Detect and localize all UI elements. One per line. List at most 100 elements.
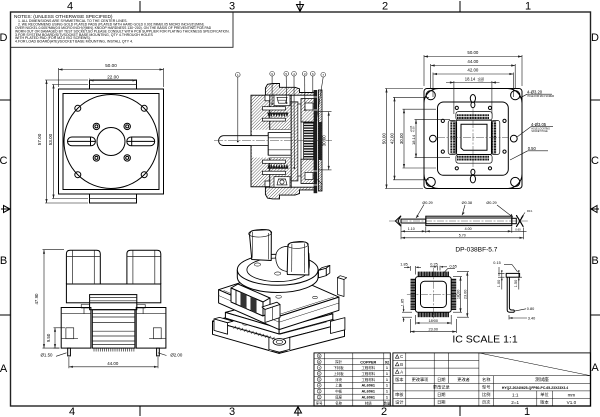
svg-text:22.00: 22.00 <box>107 75 119 80</box>
svg-text:1: 1 <box>386 384 388 388</box>
svg-text:3.FOR SYSTEM BOARD(S/T)/SOCKET: 3.FOR SYSTEM BOARD(S/T)/SOCKET BASE MOUN… <box>15 33 153 37</box>
svg-text:底座: 底座 <box>335 395 342 400</box>
svg-text:4-Ø3.20: 4-Ø3.20 <box>527 89 543 94</box>
svg-text:2: 2 <box>318 395 320 399</box>
svg-text:单位: 单位 <box>540 391 548 398</box>
svg-text:1:1: 1:1 <box>512 392 519 397</box>
svg-text:1.85: 1.85 <box>400 262 407 266</box>
svg-text:4-Ø3.05: 4-Ø3.05 <box>531 122 547 127</box>
svg-text:1: 1 <box>237 73 239 77</box>
svg-text:30.00: 30.00 <box>399 133 404 145</box>
svg-text:工程材料: 工程材料 <box>362 365 376 370</box>
svg-text:Ø1.50: Ø1.50 <box>41 353 54 358</box>
svg-text:更改事项: 更改事项 <box>412 376 430 383</box>
svg-text:+0.05: +0.05 <box>409 125 413 132</box>
svg-text:中板: 中板 <box>335 389 342 394</box>
svg-text:测试座: 测试座 <box>535 376 549 383</box>
svg-text:3: 3 <box>229 1 235 13</box>
svg-text:4: 4 <box>67 1 73 13</box>
svg-text:下封板: 下封板 <box>334 365 345 370</box>
svg-text:DP-038BF-5.7: DP-038BF-5.7 <box>455 247 497 254</box>
svg-text:18.00: 18.00 <box>457 290 461 300</box>
svg-text:版本: 版本 <box>540 399 549 406</box>
svg-text:B: B <box>400 362 403 367</box>
svg-text:+0.05: +0.05 <box>478 76 485 80</box>
svg-text:1: 1 <box>524 406 530 417</box>
svg-text:2. WE RECOMMEND USING GOLD PLA: 2. WE RECOMMEND USING GOLD PLATED PADS (… <box>18 23 204 27</box>
svg-text:序号: 序号 <box>316 400 323 405</box>
svg-text:8: 8 <box>318 360 320 364</box>
svg-text:1.50: 1.50 <box>514 280 518 287</box>
svg-text:1: 1 <box>386 378 388 382</box>
svg-text:审核: 审核 <box>395 391 404 398</box>
svg-text:材质: 材质 <box>365 400 372 405</box>
svg-text:4: 4 <box>69 406 75 417</box>
svg-text:Ø2.00: Ø2.00 <box>170 353 183 358</box>
svg-text:C: C <box>591 155 599 167</box>
svg-text:0.65: 0.65 <box>450 264 457 268</box>
svg-text:C: C <box>400 354 403 359</box>
svg-text:5: 5 <box>318 378 320 382</box>
svg-text:上盖: 上盖 <box>335 383 342 388</box>
svg-text:47.90: 47.90 <box>34 293 39 305</box>
svg-text:-0.00: -0.00 <box>478 79 484 83</box>
svg-text:日期: 日期 <box>437 377 445 383</box>
svg-text:Ø0.29: Ø0.29 <box>486 201 496 205</box>
svg-text:A: A <box>0 363 8 375</box>
svg-text:0.15: 0.15 <box>493 261 500 265</box>
svg-text:3: 3 <box>304 72 306 76</box>
svg-text:B: B <box>0 255 7 267</box>
svg-text:1. ALL DIMENSIONS ARE SYMMETRI: 1. ALL DIMENSIONS ARE SYMMETRICAL TO THE… <box>18 19 128 23</box>
svg-text:1: 1 <box>525 1 531 13</box>
svg-text:版本: 版本 <box>395 376 404 383</box>
svg-text:1: 1 <box>386 366 388 370</box>
svg-text:23.00: 23.00 <box>463 290 467 300</box>
svg-text:Ø0.38: Ø0.38 <box>462 201 472 205</box>
svg-text:18.00: 18.00 <box>429 319 439 323</box>
svg-text:名称: 名称 <box>482 376 490 383</box>
svg-text:9: 9 <box>271 72 273 76</box>
svg-text:NOTES: (UNLESS OTHERWISE SPECI: NOTES: (UNLESS OTHERWISE SPECIFIED) <box>14 14 113 20</box>
svg-text:4: 4 <box>293 72 295 76</box>
svg-text:AL6061: AL6061 <box>362 390 376 394</box>
svg-text:2.05: 2.05 <box>319 185 323 191</box>
svg-text:42.00: 42.00 <box>389 133 394 145</box>
svg-text:1.10: 1.10 <box>408 227 415 231</box>
svg-text:1: 1 <box>386 396 388 400</box>
svg-text:B: B <box>591 255 598 267</box>
svg-text:1.85: 1.85 <box>400 299 404 306</box>
svg-text:7: 7 <box>322 73 324 77</box>
svg-text:上封板: 上封板 <box>334 371 345 376</box>
svg-text:COPPER: COPPER <box>360 360 376 364</box>
svg-text:OVER NICKEL 0.005?MM(0.5 MICRO: OVER NICKEL 0.005?MM(0.5 MICRO INCH)?[MI… <box>15 26 212 30</box>
svg-text:更改者: 更改者 <box>457 376 470 383</box>
svg-text:18.14: 18.14 <box>411 134 416 145</box>
svg-text:50.00: 50.00 <box>467 50 479 55</box>
svg-text:-0.00: -0.00 <box>412 126 416 132</box>
svg-text:日期: 日期 <box>437 392 445 398</box>
svg-text:6: 6 <box>312 72 314 76</box>
svg-text:0.25: 0.25 <box>430 262 437 266</box>
svg-text:A: A <box>400 369 403 374</box>
svg-text:WORN OUT OR DAMAGED BY TEST SO: WORN OUT OR DAMAGED BY TEST SOCKET,SO PL… <box>15 29 230 33</box>
svg-text:Ø0.29: Ø0.29 <box>422 201 432 205</box>
svg-text:0.80: 0.80 <box>527 307 534 311</box>
svg-text:IC SCALE 1:1: IC SCALE 1:1 <box>452 334 518 346</box>
svg-text:50.00: 50.00 <box>105 63 117 68</box>
svg-text:57.00: 57.00 <box>37 133 42 145</box>
svg-text:3.40: 3.40 <box>528 316 535 320</box>
svg-text:1: 1 <box>386 372 388 376</box>
svg-text:9: 9 <box>318 354 320 358</box>
svg-text:WITH PLATED PAD (FOR M2.0 ISO: WITH PLATED PAD (FOR M2.0 ISO SCREWS). <box>15 36 91 40</box>
svg-text:R0.1: R0.1 <box>527 209 533 213</box>
svg-text:设计: 设计 <box>395 399 403 406</box>
svg-text:D: D <box>0 32 8 44</box>
svg-text:9.50: 9.50 <box>46 333 51 342</box>
svg-text:44.00: 44.00 <box>467 59 479 64</box>
svg-text:23.00: 23.00 <box>429 327 439 331</box>
svg-text:工程材料: 工程材料 <box>362 377 376 382</box>
svg-text:探针: 探针 <box>335 359 342 364</box>
svg-text:0.60: 0.60 <box>515 227 521 231</box>
svg-text:3: 3 <box>229 406 235 417</box>
svg-text:比例: 比例 <box>482 391 490 398</box>
